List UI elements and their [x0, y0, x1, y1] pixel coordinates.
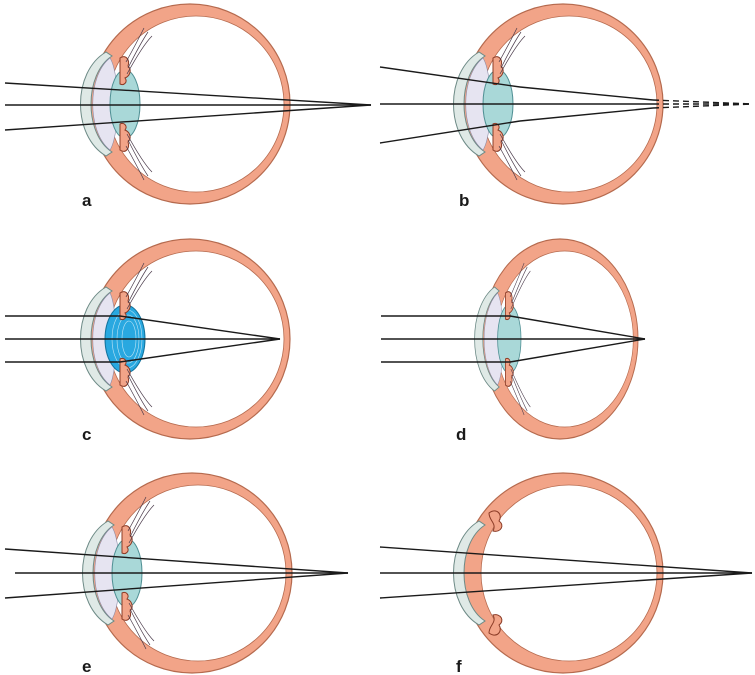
eye-a [81, 4, 291, 204]
panel-e: e [5, 473, 348, 675]
panel-label-d: d [456, 425, 466, 444]
panel-b: b [380, 4, 752, 210]
panel-label-f: f [456, 657, 462, 675]
panel-label-e: e [82, 657, 91, 675]
panel-label-c: c [82, 425, 91, 444]
panel-f: f [380, 473, 752, 675]
panel-label-b: b [459, 191, 469, 210]
panel-label-a: a [82, 191, 92, 210]
panel-c: c [5, 239, 290, 444]
panel-a: a [5, 4, 371, 210]
panel-d: d [381, 239, 645, 444]
